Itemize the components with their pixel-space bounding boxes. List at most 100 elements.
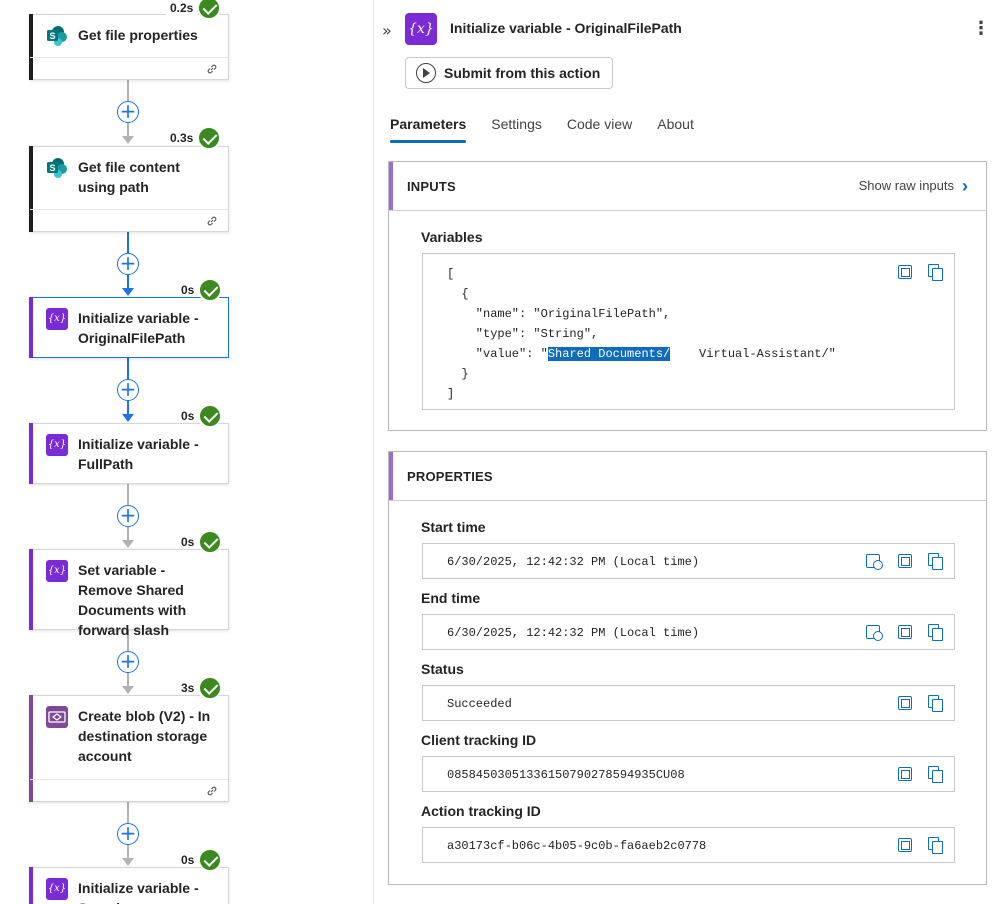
variables-label: Variables	[421, 229, 483, 245]
expand-icon[interactable]	[898, 696, 912, 710]
tab-settings[interactable]: Settings	[491, 116, 542, 143]
flow-step-create-blob[interactable]: Create blob (V2) - In destination storag…	[29, 695, 229, 802]
start-time-label: Start time	[421, 519, 486, 535]
flow-step-init-full-path[interactable]: {x} Initialize variable - FullPath	[29, 423, 229, 484]
expand-icon[interactable]	[898, 838, 912, 852]
expand-icon[interactable]	[898, 265, 912, 279]
add-step-button[interactable]: +	[117, 823, 139, 845]
tab-about[interactable]: About	[657, 116, 694, 143]
variable-icon: {x}	[46, 878, 68, 900]
step-title: Initialize variable - FullPath	[78, 434, 218, 474]
step-status: 0.2s	[166, 0, 221, 19]
expand-icon[interactable]	[898, 554, 912, 568]
link-icon	[206, 785, 218, 797]
calendar-clock-icon[interactable]	[866, 553, 882, 569]
variable-icon: {x}	[46, 560, 68, 582]
flow-step-init-original-file-path[interactable]: {x} Initialize variable - OriginalFilePa…	[29, 297, 229, 358]
client-tracking-label: Client tracking ID	[421, 732, 536, 748]
start-time-value: 6/30/2025, 12:42:32 PM (Local time)	[447, 555, 699, 569]
blob-storage-icon	[46, 706, 68, 728]
tab-parameters[interactable]: Parameters	[390, 116, 466, 143]
submit-from-action-button[interactable]: Submit from this action	[405, 57, 613, 89]
step-status: 0s	[177, 849, 222, 871]
duration-label: 0s	[177, 853, 198, 867]
step-title: Set variable - Remove Shared Documents w…	[78, 560, 218, 640]
status-value: Succeeded	[447, 697, 512, 711]
sharepoint-icon: S	[46, 157, 68, 179]
chevron-right-icon: ›	[962, 179, 968, 193]
submit-label: Submit from this action	[444, 65, 600, 81]
connector-arrow	[122, 540, 134, 548]
connector-arrow	[122, 858, 134, 866]
flow-step-set-variable[interactable]: {x} Set variable - Remove Shared Documen…	[29, 549, 229, 630]
status-label: Status	[421, 661, 464, 677]
action-tracking-field[interactable]: a30173cf-b06c-4b05-9c0b-fa6aeb2c0778	[422, 827, 955, 863]
end-time-label: End time	[421, 590, 480, 606]
step-title: Initialize variable - Search...	[78, 878, 218, 904]
connector-arrow	[122, 288, 134, 296]
copy-icon[interactable]	[928, 837, 944, 853]
copy-icon[interactable]	[928, 624, 944, 640]
add-step-button[interactable]: +	[117, 505, 139, 527]
selected-text: Shared Documents/	[548, 347, 670, 361]
properties-header: PROPERTIES	[407, 469, 493, 484]
step-status: 0.3s	[166, 127, 221, 149]
connector-arrow	[122, 136, 134, 144]
variable-icon: {x}	[46, 434, 68, 456]
inputs-header: INPUTS	[407, 179, 456, 194]
start-time-field[interactable]: 6/30/2025, 12:42:32 PM (Local time)	[422, 543, 955, 579]
check-icon	[198, 404, 222, 428]
flow-step-init-variable-next[interactable]: {x} Initialize variable - Search...	[29, 867, 229, 904]
code-line: "name": "OriginalFilePath",	[447, 307, 670, 321]
variables-code: [ { "name": "OriginalFilePath", "type": …	[447, 264, 836, 404]
add-step-button[interactable]: +	[117, 101, 139, 123]
code-line-rest: Virtual-Assistant/"	[670, 347, 836, 361]
duration-label: 0s	[177, 535, 198, 549]
link-icon	[206, 63, 218, 75]
step-title: Create blob (V2) - In destination storag…	[78, 706, 218, 766]
copy-icon[interactable]	[928, 695, 944, 711]
inputs-section: INPUTS Show raw inputs › Variables [ { "…	[388, 161, 987, 431]
step-status: 0s	[177, 405, 222, 427]
add-step-button[interactable]: +	[117, 253, 139, 275]
show-raw-inputs-link[interactable]: Show raw inputs ›	[859, 178, 968, 193]
tab-code-view[interactable]: Code view	[567, 116, 632, 143]
step-status: 0s	[177, 279, 222, 301]
copy-icon[interactable]	[928, 766, 944, 782]
code-line: [	[447, 267, 454, 281]
variables-code-box[interactable]: [ { "name": "OriginalFilePath", "type": …	[422, 253, 955, 410]
duration-label: 0s	[177, 283, 198, 297]
link-icon	[206, 215, 218, 227]
chevron-double-right-icon[interactable]: »	[382, 21, 392, 40]
status-field[interactable]: Succeeded	[422, 685, 955, 721]
step-status: 0s	[177, 531, 222, 553]
calendar-clock-icon[interactable]	[866, 624, 882, 640]
step-title: Get file properties	[78, 25, 198, 45]
check-icon	[197, 126, 221, 150]
check-icon	[198, 530, 222, 554]
play-circle-icon	[416, 63, 436, 83]
code-line: {	[447, 287, 469, 301]
add-step-button[interactable]: +	[117, 379, 139, 401]
properties-section: PROPERTIES Start time 6/30/2025, 12:42:3…	[388, 451, 987, 885]
step-title: Get file content using path	[78, 157, 218, 197]
expand-icon[interactable]	[898, 767, 912, 781]
copy-icon[interactable]	[928, 553, 944, 569]
add-step-button[interactable]: +	[117, 651, 139, 673]
flow-step-get-file-properties[interactable]: S Get file properties	[29, 14, 229, 80]
end-time-field[interactable]: 6/30/2025, 12:42:32 PM (Local time)	[422, 614, 955, 650]
action-tracking-value: a30173cf-b06c-4b05-9c0b-fa6aeb2c0778	[447, 839, 706, 853]
raw-link-label: Show raw inputs	[859, 178, 954, 193]
more-vertical-icon[interactable]: ⋮	[972, 20, 990, 36]
expand-icon[interactable]	[898, 625, 912, 639]
client-tracking-field[interactable]: 08584503051336150790278594935CU08	[422, 756, 955, 792]
code-line: }	[447, 367, 469, 381]
variable-icon: {x}	[405, 13, 437, 45]
check-icon	[198, 848, 222, 872]
connector-arrow	[122, 686, 134, 694]
check-icon	[198, 278, 222, 302]
variable-icon: {x}	[46, 308, 68, 330]
flow-step-get-file-content[interactable]: S Get file content using path	[29, 146, 229, 232]
check-icon	[198, 676, 222, 700]
copy-icon[interactable]	[928, 264, 944, 280]
